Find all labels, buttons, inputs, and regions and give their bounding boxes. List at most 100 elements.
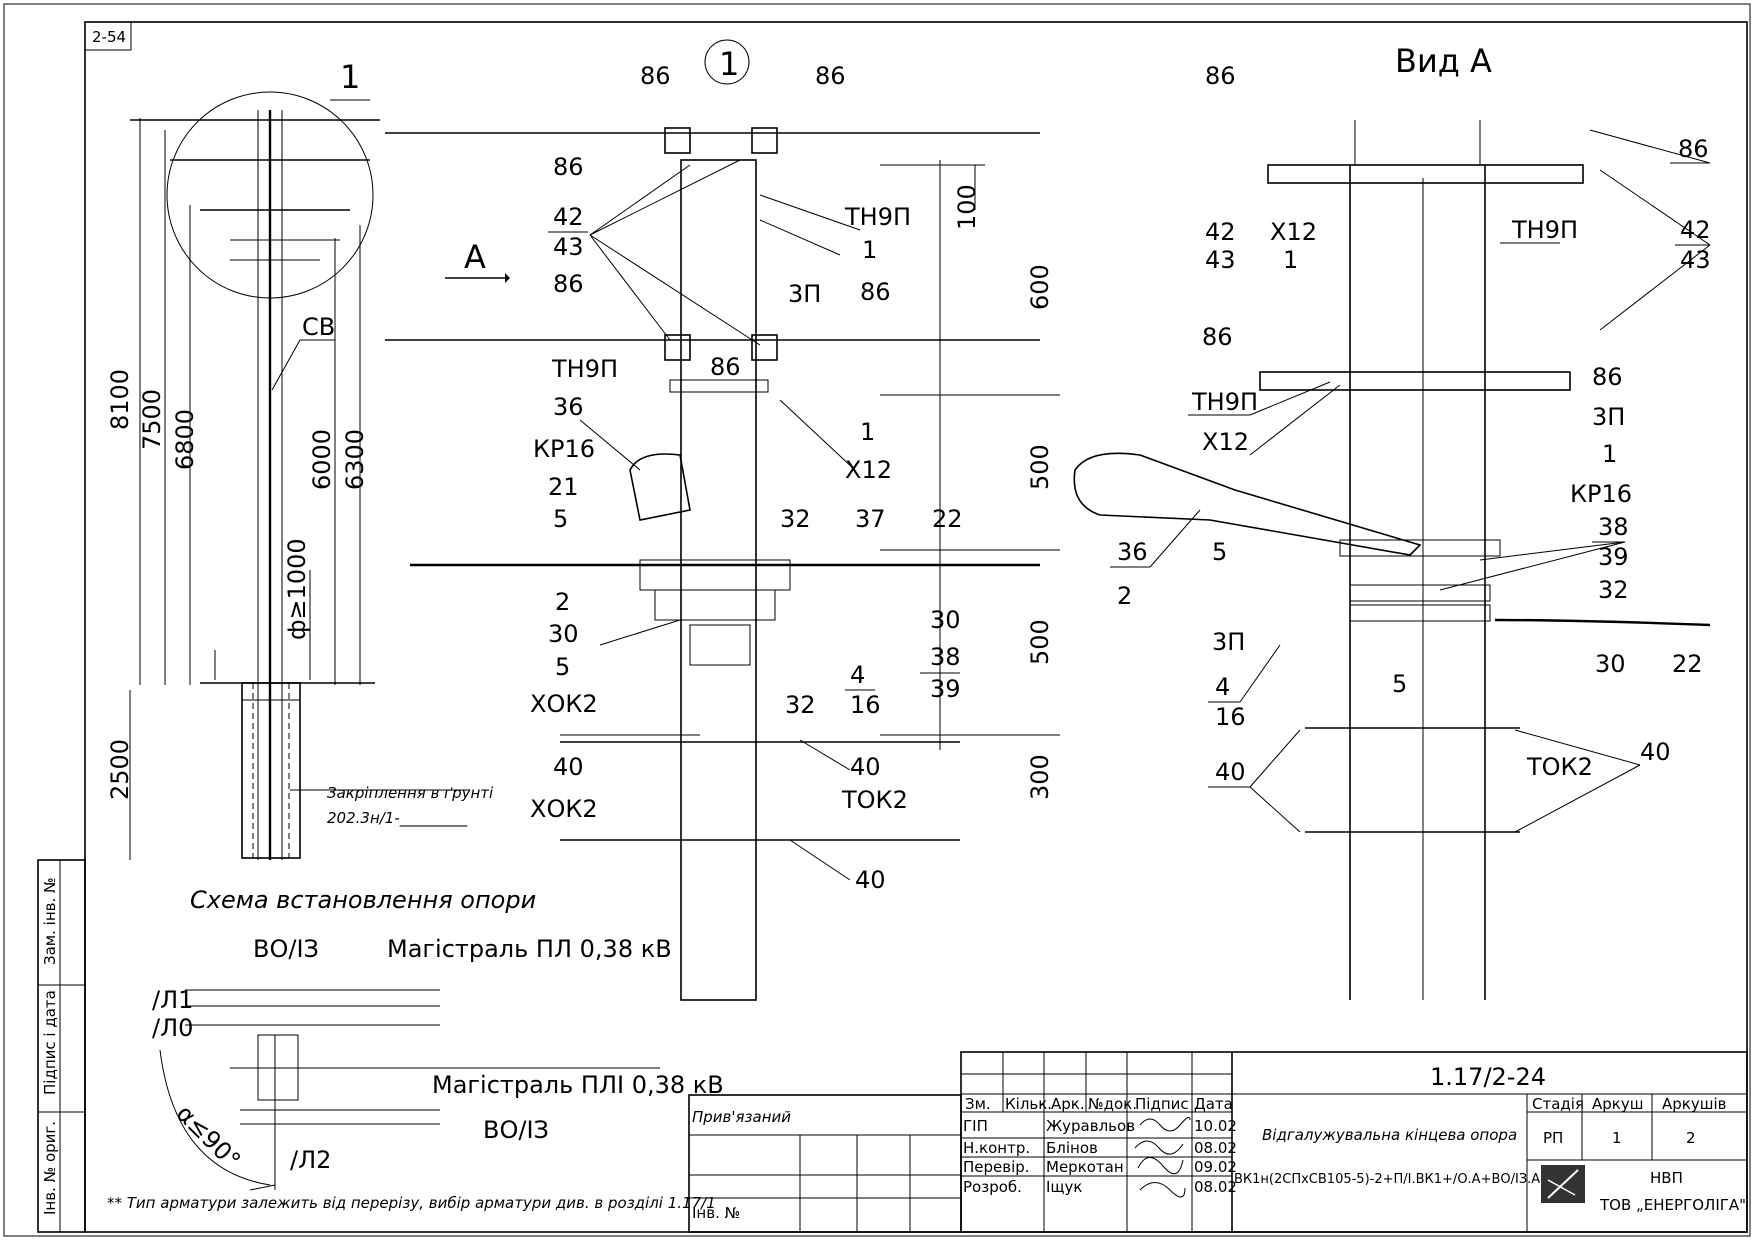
center-detail-view: 1 А 86 86 86 4 2: [385, 39, 1060, 1001]
tb-r0-role: ГІП: [963, 1117, 988, 1135]
lbl-tn9p-a: ТН9П: [844, 203, 911, 231]
lbl-32-b: 32: [785, 691, 816, 719]
dim-2500: 2500: [106, 739, 134, 800]
dim-100: 100: [953, 184, 981, 230]
va-tn9p-b: ТН9П: [1191, 388, 1258, 416]
va-1-a: 1: [1283, 246, 1298, 274]
va-16: 16: [1215, 703, 1246, 731]
lbl-3p-a: 3П: [788, 280, 821, 308]
lbl-1-a: 1: [862, 236, 877, 264]
lbl-86-f: 86: [710, 353, 741, 381]
tb-r2-name: Меркотан: [1046, 1158, 1124, 1176]
lbl-2-a: 2: [555, 588, 570, 616]
va-86-c: 86: [1202, 323, 1233, 351]
lbl-86-e: 86: [860, 278, 891, 306]
lbl-xok2-b: ХОК2: [530, 795, 598, 823]
dim-600: 600: [1026, 264, 1054, 310]
va-tok2: ТОК2: [1526, 753, 1593, 781]
va-1-b: 1: [1602, 440, 1617, 468]
inner-frame: [84, 21, 1748, 1233]
lbl-86-b: 86: [815, 62, 846, 90]
va-kr16: КР16: [1570, 480, 1632, 508]
va-x12-a: Х12: [1270, 218, 1317, 246]
view-a-crossarm-mid: [1259, 371, 1571, 391]
ground-note-1: Закріплення в ґрунті: [327, 784, 494, 802]
tb-r2-role: Перевір.: [963, 1158, 1030, 1176]
lbl-86-a: 86: [640, 62, 671, 90]
left-callout-1: 1: [340, 58, 360, 96]
va-43-b: 43: [1680, 246, 1711, 274]
dim-500-a: 500: [1026, 444, 1054, 490]
lbl-40-a: 40: [553, 753, 584, 781]
va-40-a: 40: [1215, 758, 1246, 786]
detail-callout-circle: [704, 39, 750, 85]
lbl-43: 43: [553, 233, 584, 261]
view-a: Вид А 86 86 42 43 Х12 1 ТН9П 42 43 86: [1073, 42, 1711, 1000]
va-2: 2: [1117, 582, 1132, 610]
lbl-4-a: 4: [850, 661, 865, 689]
scheme-angle: α≤90°: [171, 1099, 246, 1174]
lbl-tok2-a: ТОК2: [841, 786, 908, 814]
lbl-86-c: 86: [553, 153, 584, 181]
va-42-a: 42: [1205, 218, 1236, 246]
tb-doc-code: 1.17/2-24: [1430, 1063, 1546, 1091]
tb-h-kilk: Кільк.: [1005, 1095, 1052, 1113]
tb-r1-role: Н.контр.: [963, 1139, 1030, 1157]
center-callout-1: 1: [719, 45, 739, 83]
scheme-l0: /Л0: [152, 1014, 193, 1042]
tb-r0-date: 10.02: [1194, 1117, 1237, 1135]
tb-h-ark: Арк.: [1051, 1095, 1085, 1113]
lbl-21: 21: [548, 473, 579, 501]
foundation: [241, 682, 301, 859]
va-86-d: 86: [1592, 363, 1623, 391]
scheme-main-top: Магістраль ПЛ 0,38 кВ: [387, 935, 672, 963]
lbl-22-a: 22: [932, 505, 963, 533]
lbl-5-b: 5: [555, 653, 570, 681]
left-pole-view: 1 СВ 8100 7500 6800 6000 6300 ф≥1000 250…: [106, 58, 494, 860]
signature-3: [1139, 1182, 1186, 1198]
va-43-a: 43: [1205, 246, 1236, 274]
va-40-b: 40: [1640, 738, 1671, 766]
va-x12-b: Х12: [1202, 428, 1249, 456]
stamp-zam: Зам. інв. №: [41, 877, 59, 965]
va-42-b: 42: [1680, 216, 1711, 244]
lbl-40-c: 40: [855, 866, 886, 894]
view-a-luminaire: [1073, 452, 1422, 556]
signature-2: [1137, 1157, 1184, 1175]
lbl-x12-a: Х12: [845, 456, 892, 484]
tb-spec: ВК1н(2СПхСВ105-5)-2+П/І.ВК1+/О.А+ВО/ІЗ.А…: [1234, 1172, 1548, 1187]
lbl-30-b: 30: [930, 606, 961, 634]
sheet-code-box: [84, 21, 132, 51]
lbl-39-a: 39: [930, 675, 961, 703]
tb-org2: ТОВ „ЕНЕРГОЛІГА": [1599, 1196, 1746, 1214]
scheme-main-mid: Магістраль ПЛІ 0,38 кВ: [432, 1071, 724, 1099]
tb-h-ndok: №док.: [1088, 1095, 1137, 1113]
scheme-l2: /Л2: [290, 1146, 331, 1174]
lbl-36-a: 36: [553, 393, 584, 421]
va-38: 38: [1598, 513, 1629, 541]
dim-8100: 8100: [106, 369, 134, 430]
stamp-pidpys: Підпис і дата: [41, 990, 59, 1095]
stamp-inv: Інв. № ориг.: [41, 1121, 59, 1215]
side-stamp: Зам. інв. № Підпис і дата Інв. № ориг.: [37, 859, 86, 1233]
lbl-38-a: 38: [930, 643, 961, 671]
va-22: 22: [1672, 650, 1703, 678]
lbl-tn9p-b: ТН9П: [551, 355, 618, 383]
va-3p-b: 3П: [1212, 628, 1245, 656]
va-3p-a: 3П: [1592, 403, 1625, 431]
arrow-a-label: А: [464, 238, 486, 276]
lbl-40-b: 40: [850, 753, 881, 781]
tb-attached: Прив'язаний: [692, 1108, 791, 1126]
lbl-1-b: 1: [860, 418, 875, 446]
tb-sheets-h: Аркушів: [1662, 1095, 1726, 1113]
va-30: 30: [1595, 650, 1626, 678]
scheme-l1: /Л1: [152, 986, 193, 1014]
dim-6300: 6300: [341, 429, 369, 490]
dim-diam: ф≥1000: [283, 538, 311, 640]
view-a-title: Вид А: [1395, 42, 1492, 80]
tb-r3-role: Розроб.: [963, 1178, 1022, 1196]
va-36: 36: [1117, 538, 1148, 566]
scheme-title: Схема встановлення опори: [190, 886, 536, 914]
tb-org1: НВП: [1650, 1169, 1683, 1187]
